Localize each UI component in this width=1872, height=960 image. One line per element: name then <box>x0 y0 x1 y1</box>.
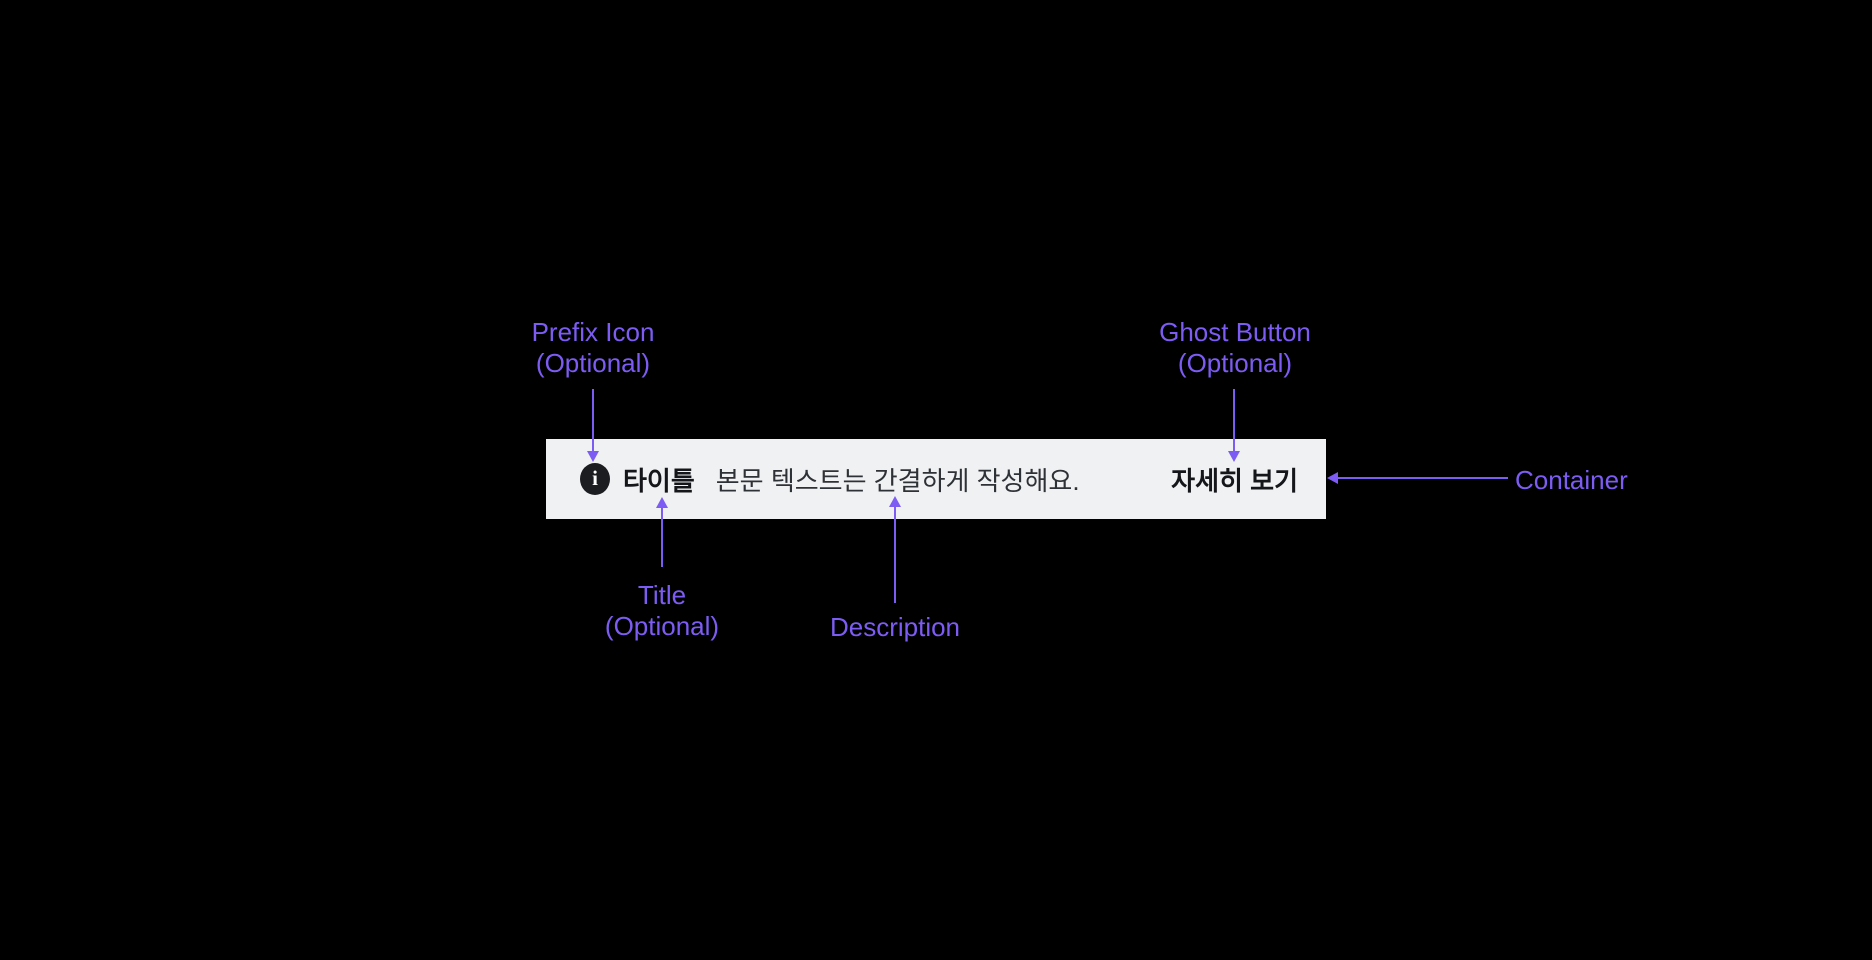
banner-container: i 타이틀 본문 텍스트는 간결하게 작성해요. 자세히 보기 <box>546 439 1326 519</box>
prefix-icon-arrowhead-icon <box>587 451 599 462</box>
annotation-prefix-icon-line1: Prefix Icon <box>531 317 655 347</box>
annotation-title: Title (Optional) <box>542 580 782 642</box>
container-arrow-line <box>1338 477 1508 479</box>
annotation-container: Container <box>1515 465 1628 496</box>
info-icon-glyph: i <box>592 465 598 490</box>
annotation-ghost-button-line2: (Optional) <box>1177 348 1293 378</box>
title-arrowhead-icon <box>656 497 668 508</box>
annotation-description: Description <box>775 612 1015 643</box>
annotation-prefix-icon: Prefix Icon (Optional) <box>473 317 713 379</box>
description-arrow-line <box>894 506 896 603</box>
annotation-title-line1: Title <box>637 580 687 610</box>
annotation-ghost-button-line1: Ghost Button <box>1159 317 1311 347</box>
banner-description: 본문 텍스트는 간결하게 작성해요. <box>715 465 1080 496</box>
annotation-container-label: Container <box>1515 465 1628 495</box>
prefix-icon-arrow-line <box>592 389 594 452</box>
annotation-prefix-icon-line2: (Optional) <box>535 348 651 378</box>
container-arrowhead-icon <box>1327 472 1338 484</box>
title-arrow-line <box>661 507 663 567</box>
info-icon: i <box>580 463 610 495</box>
ghost-button[interactable]: 자세히 보기 <box>1171 461 1298 498</box>
annotation-description-label: Description <box>829 612 961 642</box>
banner-title: 타이틀 <box>623 465 695 496</box>
ghost-button-arrowhead-icon <box>1228 451 1240 462</box>
annotation-title-line2: (Optional) <box>604 611 720 641</box>
description-arrowhead-icon <box>889 496 901 507</box>
ghost-button-arrow-line <box>1233 389 1235 452</box>
annotation-ghost-button: Ghost Button (Optional) <box>1115 317 1355 379</box>
